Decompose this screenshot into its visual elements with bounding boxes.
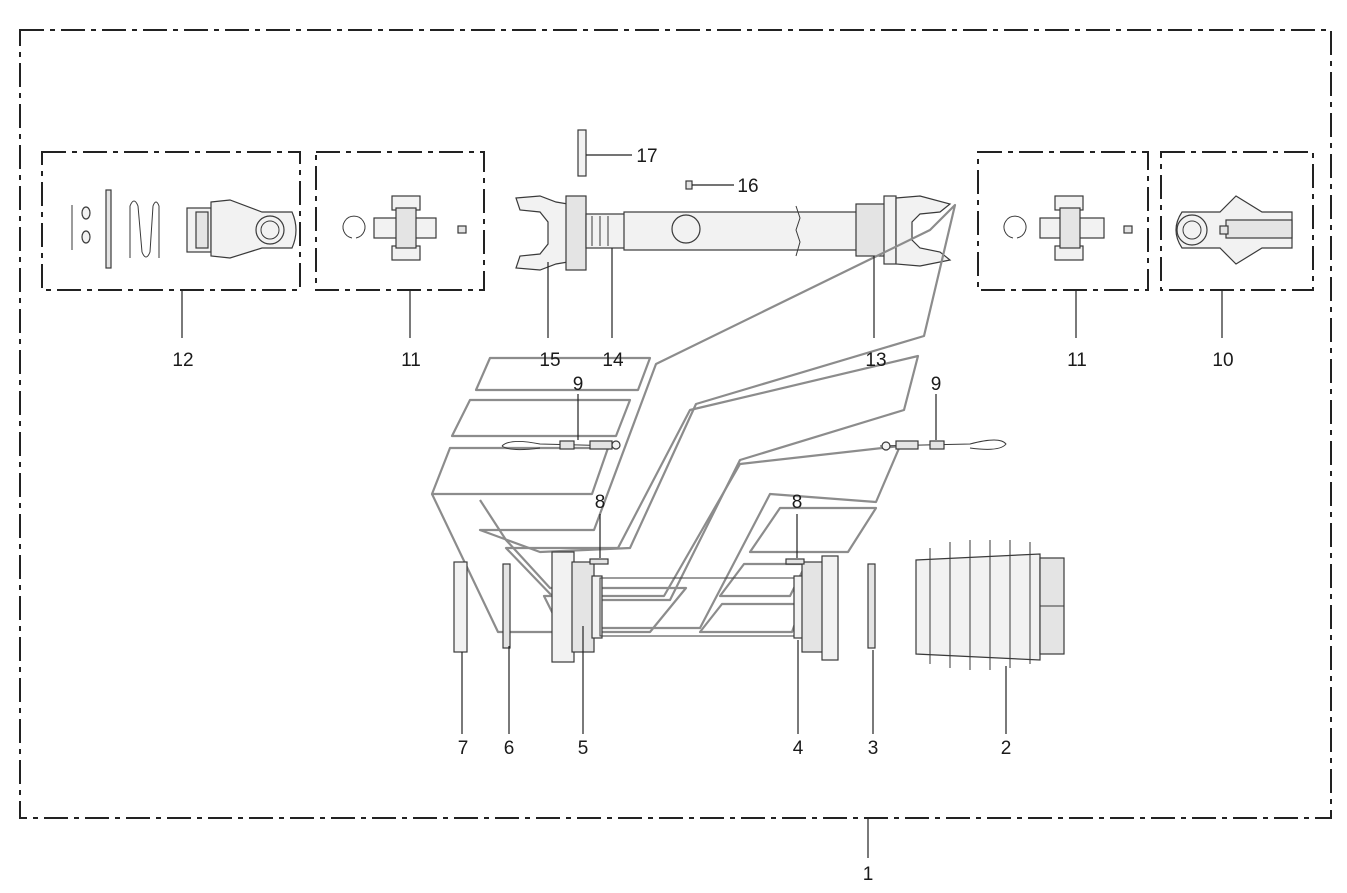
- callout-3: 3: [868, 738, 879, 759]
- callout-7: 7: [458, 738, 469, 759]
- part-2-bellows-cone: [915, 540, 1065, 670]
- kit-frame-11-right: [977, 151, 1149, 291]
- part-8-screw-left: [589, 558, 609, 565]
- kit-frame-12: [41, 151, 301, 291]
- callout-4: 4: [793, 738, 804, 759]
- part-4-bearing-ring: [793, 555, 839, 661]
- callout-8-left: 8: [595, 492, 606, 513]
- callout-2: 2: [1001, 738, 1012, 759]
- callout-1: 1: [863, 864, 874, 885]
- callout-9-left: 9: [573, 374, 584, 395]
- callout-16: 16: [737, 176, 758, 197]
- part-6-ring: [502, 563, 511, 649]
- part-17-plate: [577, 129, 587, 177]
- part-8-screw-right: [785, 558, 805, 565]
- part-3-ring: [867, 563, 876, 649]
- callout-9-right: 9: [931, 374, 942, 395]
- part-7-ring: [453, 561, 468, 653]
- callout-8-right: 8: [792, 492, 803, 513]
- part-10-shear-bolt-yoke: [1175, 195, 1293, 265]
- main-driveshaft: [515, 195, 952, 271]
- callout-11-left: 11: [401, 350, 421, 371]
- callout-13: 13: [865, 350, 886, 371]
- callout-11-right: 11: [1067, 350, 1087, 371]
- assembly-frame: [19, 29, 1332, 819]
- part-5-bearing-ring: [551, 551, 603, 663]
- part-9-safety-chain-left: [501, 440, 621, 451]
- part-16-grease-nipple: [685, 180, 693, 190]
- leader-lines: [181, 154, 1223, 858]
- callout-12: 12: [172, 350, 193, 371]
- callout-15: 15: [539, 350, 560, 371]
- callout-5: 5: [578, 738, 589, 759]
- callout-6: 6: [504, 738, 515, 759]
- part-11-cross-kit-right: [1003, 195, 1133, 261]
- guard-outlines: [430, 203, 957, 634]
- callout-14: 14: [602, 350, 624, 371]
- callout-10: 10: [1212, 350, 1233, 371]
- part-9-safety-chain-right: [879, 439, 1007, 451]
- kit-frame-11-left: [315, 151, 485, 291]
- part-11-cross-kit-left: [342, 195, 467, 261]
- callout-17: 17: [636, 146, 657, 167]
- part-12-yoke-kit: [71, 189, 297, 269]
- kit-frame-10: [1160, 151, 1314, 291]
